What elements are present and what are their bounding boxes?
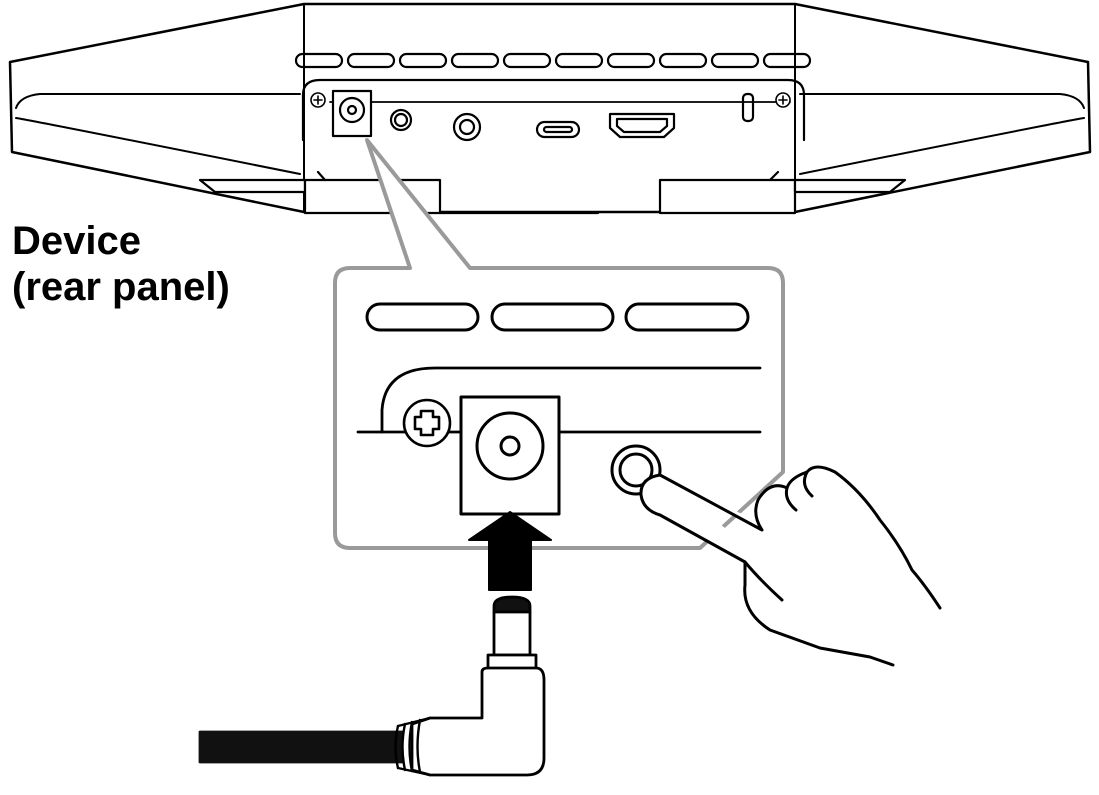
vent-slots — [294, 52, 812, 69]
screw-icon — [310, 92, 326, 108]
dc-in-jack-icon — [331, 89, 373, 138]
audio-port-icon — [452, 112, 482, 142]
usb-c-port-icon — [535, 120, 581, 139]
device-rear-panel — [8, 2, 1092, 215]
security-slot-icon — [741, 92, 755, 123]
pointing-hand-icon — [639, 465, 942, 667]
zoom-callout — [333, 138, 785, 550]
label-line-1: Device — [12, 219, 141, 263]
dc-plug-icon — [198, 595, 546, 777]
device-rear-panel-label: Device (rear panel) — [12, 218, 230, 310]
zoom-screw-icon — [402, 398, 452, 448]
power-cable — [198, 730, 404, 764]
screw-icon — [775, 92, 791, 108]
hdmi-port-icon — [608, 112, 676, 139]
label-line-2: (rear panel) — [12, 265, 230, 309]
zoom-dc-in-jack-icon — [459, 395, 561, 516]
insert-arrow-icon — [468, 511, 552, 591]
reset-button-icon — [389, 108, 413, 132]
zoom-vent-slots — [365, 302, 750, 332]
zoom-reset-button-icon — [610, 444, 662, 496]
